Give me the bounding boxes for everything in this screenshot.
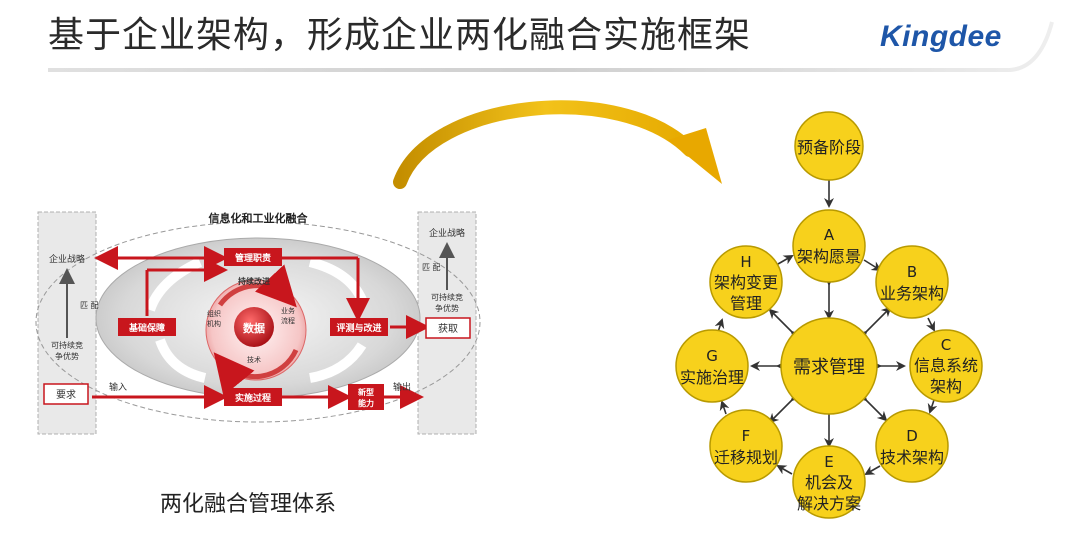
node-g-letter: G	[706, 347, 718, 365]
header-rule	[48, 21, 1054, 72]
node-a-letter: A	[824, 226, 835, 244]
center-label: 需求管理	[793, 357, 865, 378]
new-capability-box	[348, 384, 384, 410]
continuous-improve-label: 持续改进	[238, 276, 270, 286]
acquire-box	[425, 317, 471, 339]
node-h: H 架构变更 管理	[709, 245, 783, 319]
node-e-letter: E	[824, 453, 833, 471]
page-title: 基于企业架构，形成企业两化融合实施框架	[48, 15, 752, 56]
foundation-box	[118, 318, 176, 336]
left-diagram-title: 信息化和工业化融合	[209, 211, 309, 225]
node-e-label-2: 解决方案	[797, 494, 861, 513]
node-e-label-1: 机会及	[805, 473, 853, 492]
node-a: A 架构愿景	[792, 209, 866, 283]
node-h-label-2: 管理	[730, 294, 762, 313]
gold-transition-arrow	[393, 100, 722, 189]
data-ball	[234, 307, 274, 347]
biz-label-2: 流程	[281, 316, 295, 325]
adm-cycle: 需求管理 预备阶段 A 架构愿景 B 业务架构 C 信息系统 架构 D 技术架构	[675, 111, 983, 519]
node-c-label-1: 信息系统	[914, 356, 978, 375]
mgmt-duty-box	[224, 248, 282, 266]
node-b-label: 业务架构	[880, 284, 944, 303]
requirement-box	[43, 383, 89, 405]
node-g: G 实施治理	[675, 329, 749, 403]
right-match-label: 匹 配	[422, 263, 441, 272]
acquire-label: 获取	[438, 323, 458, 335]
node-d-label: 技术架构	[880, 448, 944, 467]
left-match-label: 匹 配	[80, 301, 99, 310]
outer-dashed-ellipse	[35, 221, 481, 423]
evaluate-box	[330, 318, 388, 336]
node-g-label: 实施治理	[680, 368, 744, 387]
node-h-letter: H	[740, 253, 751, 271]
left-diagram-caption: 两化融合管理体系	[160, 492, 337, 517]
node-b: B 业务架构	[875, 245, 949, 319]
node-d-letter: D	[906, 427, 918, 445]
node-c: C 信息系统 架构	[909, 329, 983, 403]
node-f: F 迁移规划	[709, 409, 783, 483]
org-label-2: 机构	[207, 319, 221, 328]
left-diagram: 信息化和工业化融合 数据 持续改进 组织 机构 业务 流程 技术 管理职责 基础…	[35, 211, 481, 435]
left-advantage-1: 可持续竞	[51, 340, 83, 350]
node-c-letter: C	[941, 336, 951, 354]
left-advantage-2: 争优势	[55, 351, 79, 361]
kingdee-logo: Kingdee	[880, 20, 1002, 53]
right-strategy-label: 企业战略	[429, 227, 465, 239]
biz-label-1: 业务	[281, 306, 295, 315]
output-label: 输出	[393, 381, 411, 393]
node-c-label-2: 架构	[930, 377, 962, 396]
left-strategy-label: 企业战略	[49, 253, 85, 265]
foundation-label: 基础保障	[128, 322, 165, 334]
node-h-label-1: 架构变更	[714, 273, 778, 292]
mgmt-duty-label: 管理职责	[235, 252, 271, 264]
implement-label: 实施过程	[235, 392, 271, 404]
node-e: E 机会及 解决方案	[792, 445, 866, 519]
tech-label: 技术	[247, 355, 261, 364]
node-f-letter: F	[742, 427, 751, 445]
requirement-label: 要求	[56, 389, 76, 401]
right-advantage-2: 争优势	[435, 303, 459, 313]
org-label-1: 组织	[207, 309, 221, 318]
node-prelim: 预备阶段	[794, 111, 864, 181]
node-f-label: 迁移规划	[714, 448, 778, 467]
node-b-letter: B	[907, 263, 917, 281]
node-a-label: 架构愿景	[797, 247, 861, 266]
right-advantage-1: 可持续竞	[431, 292, 463, 302]
center-node	[780, 317, 878, 415]
evaluate-label: 评测与改进	[336, 322, 381, 334]
new-cap-label-1: 新型	[358, 387, 374, 397]
new-cap-label-2: 能力	[358, 398, 374, 408]
implement-box	[224, 388, 282, 406]
node-d: D 技术架构	[875, 409, 949, 483]
data-label: 数据	[243, 321, 265, 335]
node-prelim-label: 预备阶段	[797, 138, 861, 157]
input-label: 输入	[109, 381, 127, 393]
